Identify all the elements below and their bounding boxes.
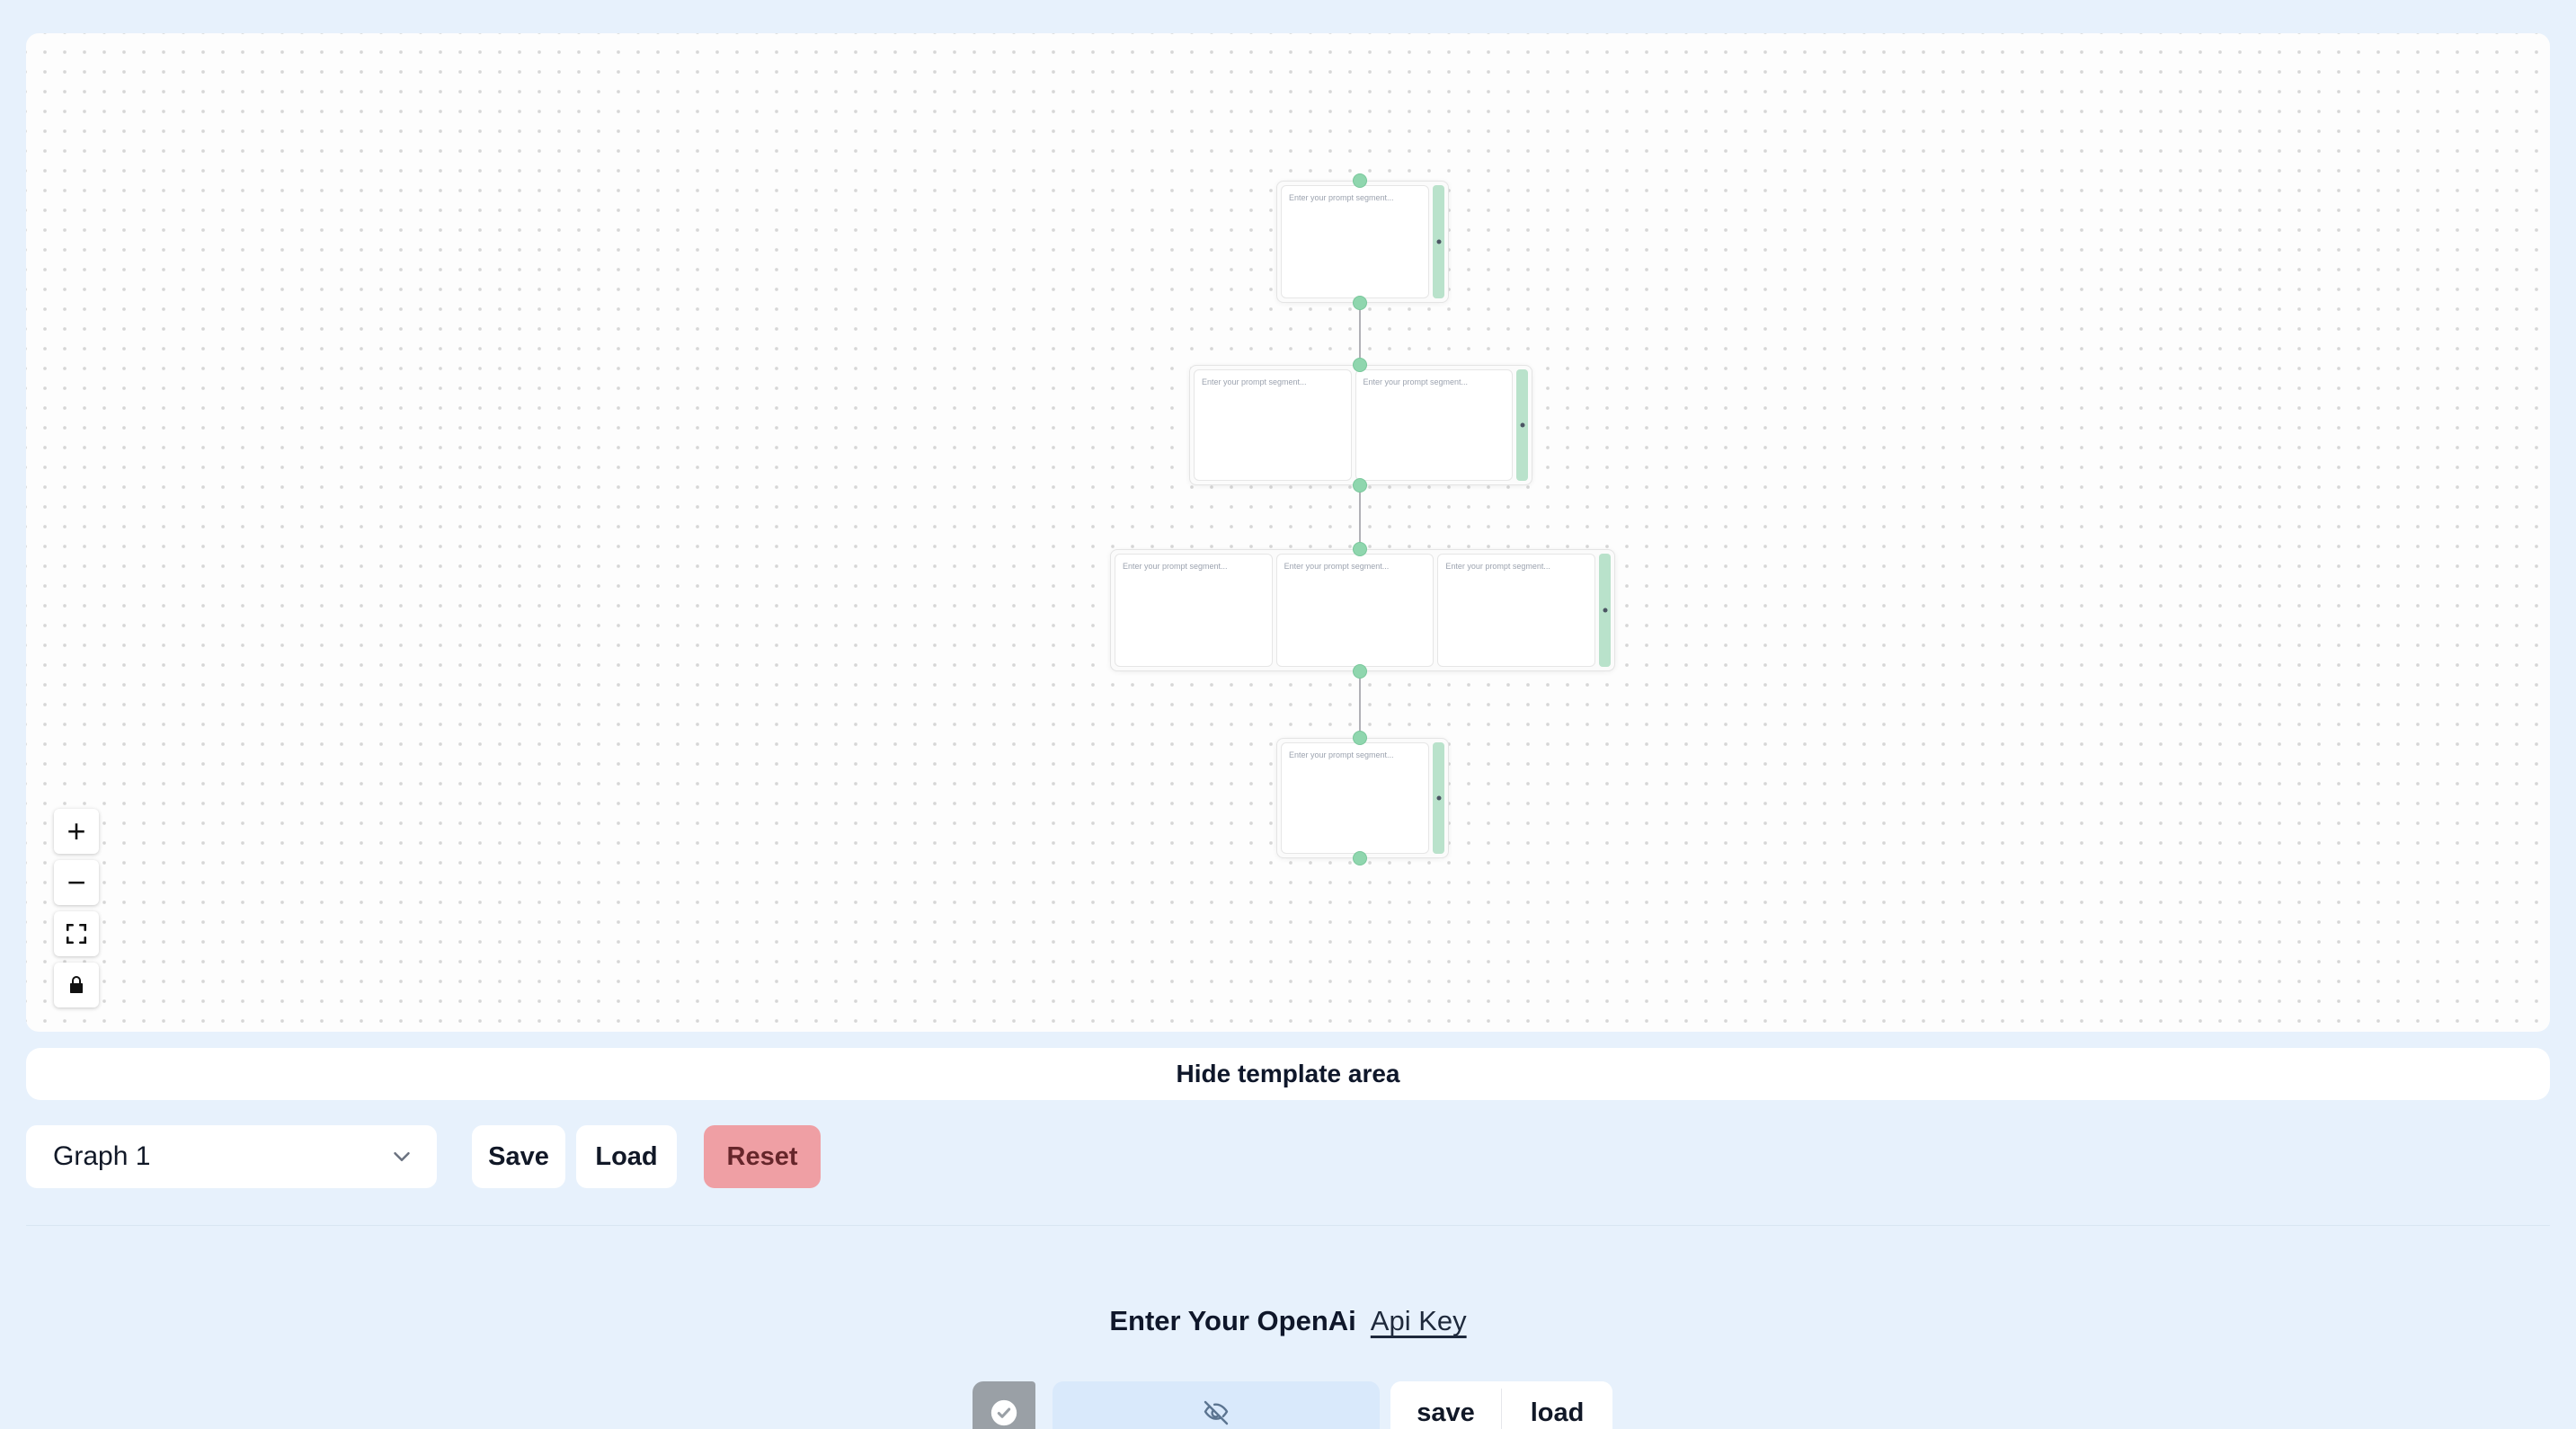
node-3-target-handle[interactable]	[1353, 542, 1367, 556]
api-key-heading: Enter Your OpenAi Api Key	[0, 1305, 2576, 1337]
node-4-source-handle[interactable]	[1353, 851, 1367, 865]
prompt-segment-input[interactable]	[1437, 554, 1596, 667]
node-2-source-handle[interactable]	[1353, 478, 1367, 493]
prompt-segment-input[interactable]	[1275, 554, 1435, 667]
hide-template-area-button[interactable]: Hide template area	[26, 1048, 2550, 1100]
node-3-source-handle[interactable]	[1353, 664, 1367, 679]
canvas-controls: + −	[54, 809, 99, 1007]
zoom-in-button[interactable]: +	[54, 809, 99, 854]
eye-off-icon[interactable]	[1201, 1398, 1231, 1428]
plus-icon: +	[67, 812, 86, 849]
api-key-save-button[interactable]: save	[1390, 1381, 1501, 1429]
prompt-node-1[interactable]	[1276, 181, 1449, 303]
minus-icon: −	[67, 864, 86, 901]
lock-button[interactable]	[54, 963, 99, 1007]
node-1-target-handle[interactable]	[1353, 173, 1367, 188]
api-key-load-button[interactable]: load	[1502, 1381, 1612, 1429]
button-group-divider	[1501, 1389, 1502, 1429]
api-heading-text: Enter Your OpenAi	[1109, 1305, 1356, 1336]
graph-select[interactable]: Graph 1	[26, 1125, 437, 1188]
prompt-node-2[interactable]	[1189, 365, 1532, 485]
api-key-link[interactable]: Api Key	[1370, 1305, 1467, 1336]
edge-1-2	[1359, 303, 1361, 365]
zoom-out-button[interactable]: −	[54, 860, 99, 905]
fit-view-icon	[65, 922, 88, 945]
prompt-node-4[interactable]	[1276, 738, 1449, 858]
add-segment-bar[interactable]	[1433, 742, 1444, 854]
prompt-segment-input[interactable]	[1281, 185, 1429, 298]
prompt-segment-input[interactable]	[1115, 554, 1273, 667]
prompt-segment-input[interactable]	[1194, 369, 1352, 481]
check-circle-icon	[989, 1398, 1019, 1428]
add-segment-bar[interactable]	[1516, 369, 1528, 481]
chevron-down-icon	[388, 1143, 415, 1170]
graph-load-button[interactable]: Load	[576, 1125, 677, 1188]
prompt-segment-input[interactable]	[1281, 742, 1429, 854]
node-1-source-handle[interactable]	[1353, 296, 1367, 310]
flow-canvas[interactable]: + −	[26, 33, 2550, 1032]
edge-2-3	[1359, 485, 1361, 549]
api-key-status-button[interactable]	[973, 1381, 1035, 1429]
graph-reset-button[interactable]: Reset	[704, 1125, 821, 1188]
graph-save-button[interactable]: Save	[472, 1125, 565, 1188]
node-2-target-handle[interactable]	[1353, 358, 1367, 372]
add-segment-bar[interactable]	[1599, 554, 1611, 667]
api-key-save-load-group: save load	[1390, 1381, 1612, 1429]
node-4-target-handle[interactable]	[1353, 731, 1367, 745]
fit-view-button[interactable]	[54, 911, 99, 956]
prompt-node-3[interactable]	[1110, 549, 1615, 671]
lock-icon	[66, 974, 87, 996]
section-divider	[26, 1225, 2550, 1226]
prompt-segment-input[interactable]	[1355, 369, 1513, 481]
edge-3-4	[1359, 671, 1361, 738]
graph-select-value: Graph 1	[53, 1141, 151, 1171]
add-segment-bar[interactable]	[1433, 185, 1444, 298]
